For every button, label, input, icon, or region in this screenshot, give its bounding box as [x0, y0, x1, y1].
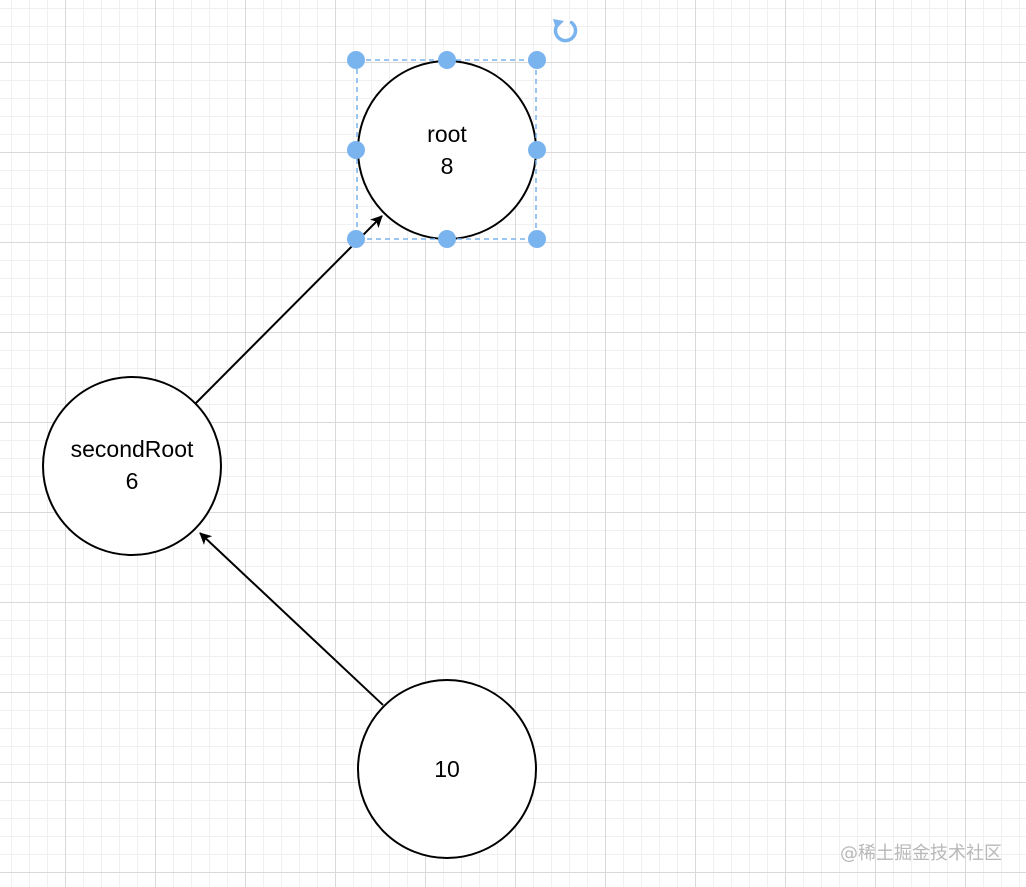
resize-handle-left[interactable] [347, 141, 365, 159]
edge-leaf-to-secondroot[interactable] [199, 532, 384, 706]
node-leaf-circle[interactable] [357, 679, 537, 859]
resize-handle-bottom-right[interactable] [528, 230, 546, 248]
node-second-root[interactable]: secondRoot 6 [42, 376, 222, 556]
rotate-icon[interactable] [553, 19, 578, 43]
resize-handle-bottom[interactable] [438, 230, 456, 248]
node-second-root-circle[interactable] [42, 376, 222, 556]
node-root-circle[interactable] [357, 60, 537, 240]
resize-handle-bottom-left[interactable] [347, 230, 365, 248]
resize-handle-right[interactable] [528, 141, 546, 159]
node-leaf[interactable]: 10 [357, 679, 537, 859]
edge-secondroot-to-root[interactable] [195, 215, 383, 404]
node-second-root-label: secondRoot [71, 436, 194, 462]
resize-handle-top[interactable] [438, 51, 456, 69]
node-second-root-value: 6 [126, 468, 139, 494]
node-leaf-label: 10 [434, 756, 460, 782]
node-root-label: root [427, 121, 467, 147]
resize-handle-top-left[interactable] [347, 51, 365, 69]
selection-overlay [347, 51, 546, 248]
watermark: @稀土掘金技术社区 [840, 843, 1002, 864]
node-root[interactable]: root 8 [357, 60, 537, 240]
resize-handle-top-right[interactable] [528, 51, 546, 69]
node-root-value: 8 [441, 153, 454, 179]
